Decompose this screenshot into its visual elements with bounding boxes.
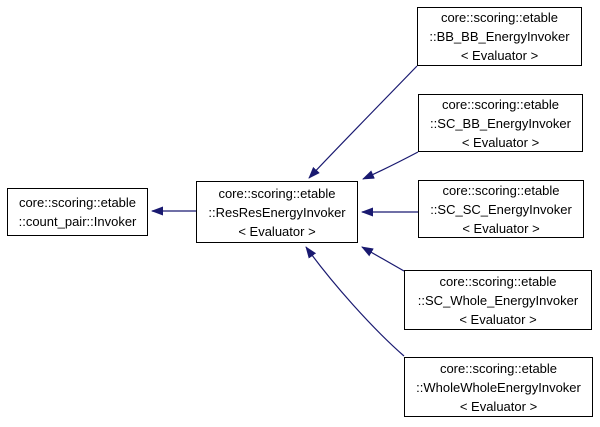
node-label-line: < Evaluator >	[462, 220, 540, 236]
node-label-line: < Evaluator >	[459, 398, 538, 414]
node-whole-whole-energy-invoker[interactable]: core::scoring::etable ::WholeWholeEnergy…	[404, 357, 593, 417]
edge-scwhole-to-center	[361, 246, 405, 272]
node-label-line: ::ResResEnergyInvoker	[208, 204, 346, 220]
node-label-line: core::scoring::etable	[439, 360, 558, 376]
node-label-line: ::SC_BB_EnergyInvoker	[430, 115, 571, 131]
node-label-line: < Evaluator >	[238, 223, 316, 239]
node-label-line: ::count_pair::Invoker	[18, 214, 137, 229]
edge-scbb-to-center	[362, 151, 419, 180]
node-sc-bb-energy-invoker[interactable]: core::scoring::etable ::SC_BB_EnergyInvo…	[418, 94, 583, 152]
edge-bbbb-to-center	[308, 65, 418, 179]
edge-wholewhole-to-center	[305, 246, 405, 357]
node-label-line: core::scoring::etable	[18, 195, 137, 210]
node-label-line: < Evaluator >	[459, 311, 537, 327]
node-label-line: core::scoring::etable	[442, 182, 560, 198]
node-label-line: core::scoring::etable	[439, 273, 557, 289]
node-count-pair-invoker[interactable]: core::scoring::etable ::count_pair::Invo…	[7, 188, 148, 236]
node-sc-sc-energy-invoker[interactable]: core::scoring::etable ::SC_SC_EnergyInvo…	[418, 180, 584, 238]
node-label-line: ::SC_SC_EnergyInvoker	[430, 201, 572, 217]
node-label-line: core::scoring::etable	[440, 10, 559, 25]
node-label-line: ::BB_BB_EnergyInvoker	[429, 29, 570, 44]
node-label-line: core::scoring::etable	[441, 96, 560, 112]
node-bb-bb-energy-invoker[interactable]: core::scoring::etable ::BB_BB_EnergyInvo…	[417, 7, 582, 66]
node-label-line: ::SC_Whole_EnergyInvoker	[417, 292, 579, 308]
node-label-line: core::scoring::etable	[218, 185, 336, 201]
node-label-line: ::WholeWholeEnergyInvoker	[416, 379, 581, 395]
node-label-line: < Evaluator >	[461, 134, 540, 150]
node-sc-whole-energy-invoker[interactable]: core::scoring::etable ::SC_Whole_EnergyI…	[404, 270, 592, 330]
node-res-res-energy-invoker: core::scoring::etable ::ResResEnergyInvo…	[196, 181, 358, 243]
node-label-line: < Evaluator >	[460, 48, 539, 63]
